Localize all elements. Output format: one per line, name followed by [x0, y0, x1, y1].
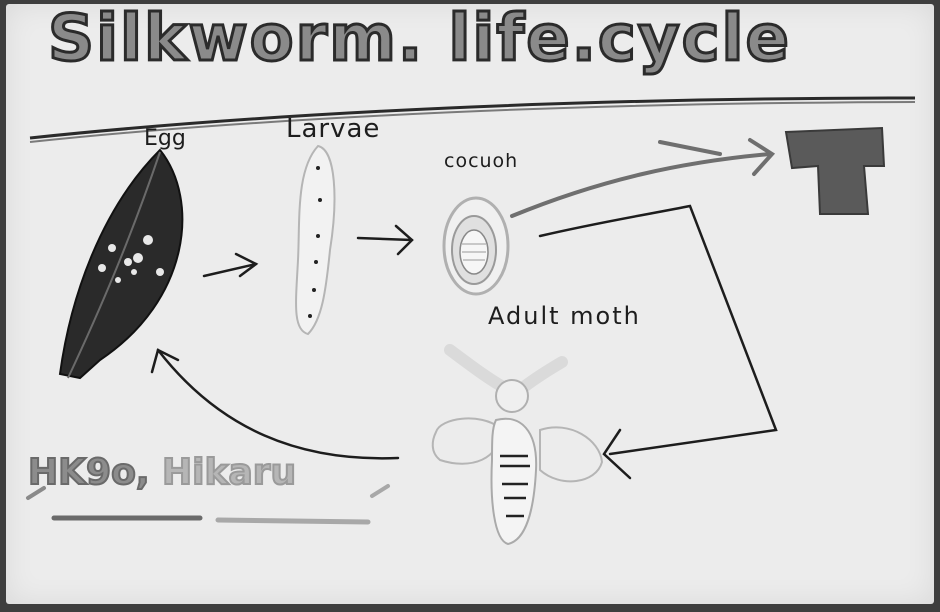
silk-shirt-drawing: [786, 128, 884, 214]
arrow-cocoon-to-shirt: [512, 140, 772, 216]
arrow-larvae-to-cocoon: [358, 226, 412, 254]
name-separator: ,: [136, 452, 150, 493]
adult-moth-clay: [433, 350, 602, 544]
stage-label-larvae: Larvae: [286, 114, 380, 144]
larvae-clay: [296, 146, 334, 334]
arrow-egg-to-larvae: [204, 254, 256, 276]
arrow-moth-to-egg: [152, 350, 398, 458]
author-name-second: Hikaru: [162, 452, 296, 493]
stage-label-egg: Egg: [144, 126, 186, 151]
leaf-with-eggs: [60, 150, 182, 378]
stage-label-adult-moth: Adult moth: [488, 302, 641, 330]
author-names: HK9o, Hikaru: [28, 452, 296, 493]
author-name-first: HK9o: [28, 452, 136, 493]
cocoon-clay: [444, 198, 508, 294]
stage-label-cocoon: cocuoh: [444, 150, 518, 172]
